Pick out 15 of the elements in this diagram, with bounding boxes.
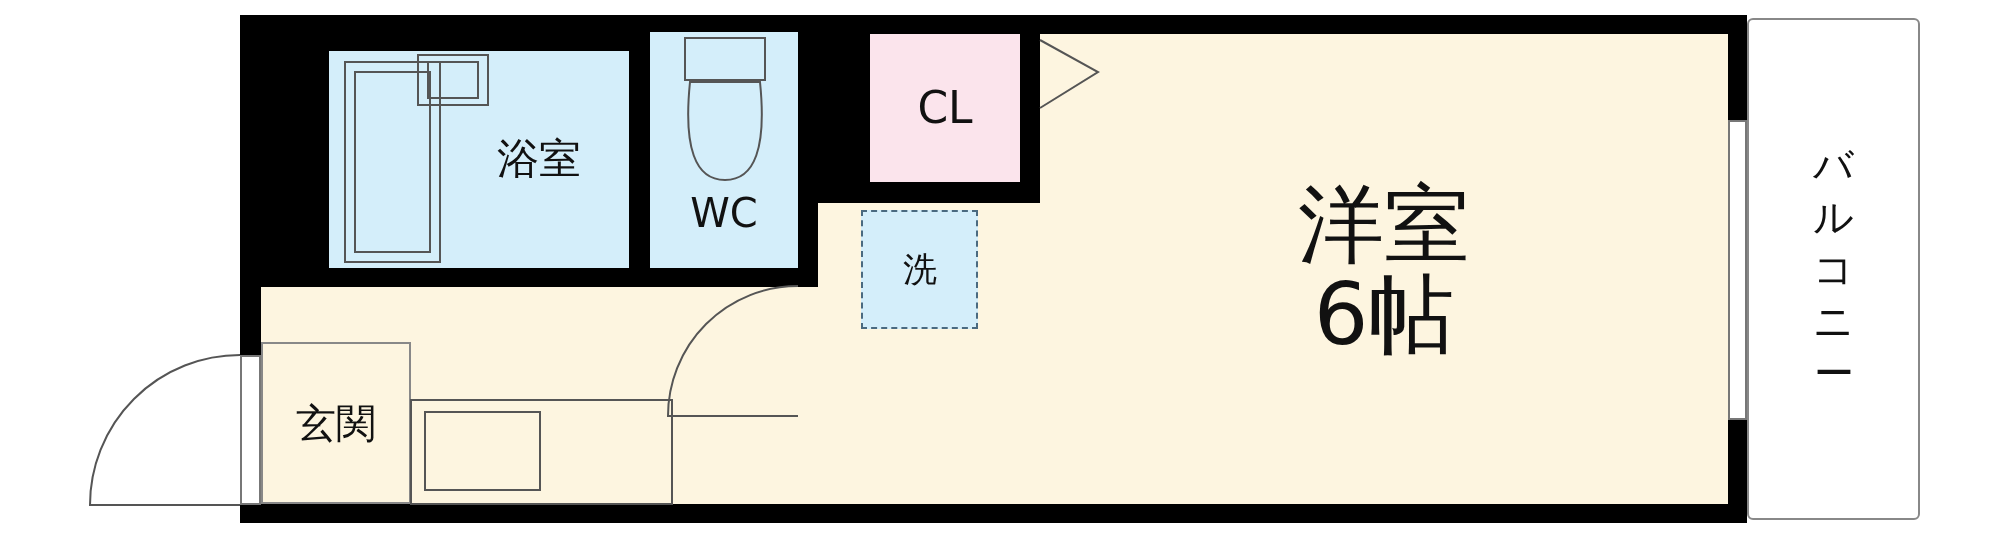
bathroom xyxy=(329,51,629,268)
room-label: WC xyxy=(690,192,758,234)
entrance xyxy=(261,342,411,504)
room-label: 6帖 xyxy=(1313,269,1455,360)
balcony xyxy=(1747,18,1920,520)
room-label: バルコニー xyxy=(1812,141,1855,398)
closet xyxy=(870,34,1020,182)
washer-space xyxy=(861,210,978,329)
western-room xyxy=(1040,34,1728,504)
room-label: 浴室 xyxy=(497,137,581,182)
room-label: 洗 xyxy=(902,251,937,288)
toilet-room xyxy=(650,32,798,268)
room-label: 洋室 xyxy=(1298,178,1470,269)
room-label: CL xyxy=(917,84,973,132)
room-label: 玄関 xyxy=(296,402,376,444)
